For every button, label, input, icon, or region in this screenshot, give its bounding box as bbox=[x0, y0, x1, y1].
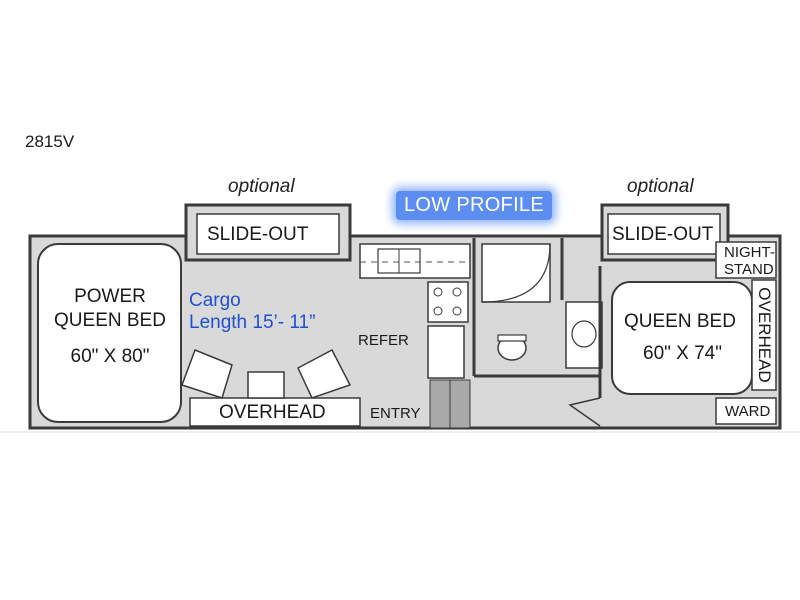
bath-vanity bbox=[565, 301, 603, 369]
queen-bed bbox=[611, 281, 753, 395]
garage-overhead-label: OVERHEAD bbox=[219, 402, 326, 423]
cargo-label: Cargo bbox=[189, 290, 241, 311]
stove bbox=[427, 281, 469, 323]
nightstand-box bbox=[715, 241, 777, 279]
right-slideout-label: SLIDE-OUT bbox=[612, 224, 714, 245]
model-name: 2815V bbox=[25, 132, 75, 151]
power-queen-bed bbox=[37, 243, 182, 423]
queen-bed-label: QUEEN BED bbox=[624, 311, 736, 332]
garage-bed-size: 60" X 80" bbox=[70, 346, 150, 367]
left-slideout-note: optional bbox=[228, 176, 295, 197]
cargo-length: Length 15’- 11” bbox=[189, 312, 316, 333]
nightstand-line1: NIGHT- bbox=[724, 244, 775, 261]
chair-left bbox=[181, 349, 233, 399]
garage-bed-line1: POWER bbox=[74, 286, 146, 307]
nightstand-line2: STAND bbox=[724, 261, 774, 278]
bedroom-overhead bbox=[751, 279, 777, 391]
wardrobe bbox=[715, 397, 777, 425]
right-slideout-cabinet bbox=[607, 213, 721, 255]
shower bbox=[481, 243, 551, 303]
refrigerator bbox=[427, 325, 465, 379]
right-slideout-note: optional bbox=[627, 176, 694, 197]
table bbox=[247, 371, 285, 399]
wardrobe-label: WARD bbox=[725, 403, 771, 420]
low-profile-badge: LOW PROFILE bbox=[396, 191, 552, 220]
left-slideout-sofa bbox=[196, 213, 340, 255]
entry-label: ENTRY bbox=[370, 405, 421, 422]
left-slideout-label: SLIDE-OUT bbox=[207, 224, 309, 245]
chair-right bbox=[297, 348, 352, 399]
queen-bed-size: 60" X 74" bbox=[643, 343, 722, 364]
garage-bed-line2: QUEEN BED bbox=[54, 310, 166, 331]
bedroom-overhead-label-wrap: OVERHEAD bbox=[752, 283, 776, 387]
refer-label: REFER bbox=[358, 332, 409, 349]
bedroom-overhead-label: OVERHEAD bbox=[755, 287, 774, 383]
